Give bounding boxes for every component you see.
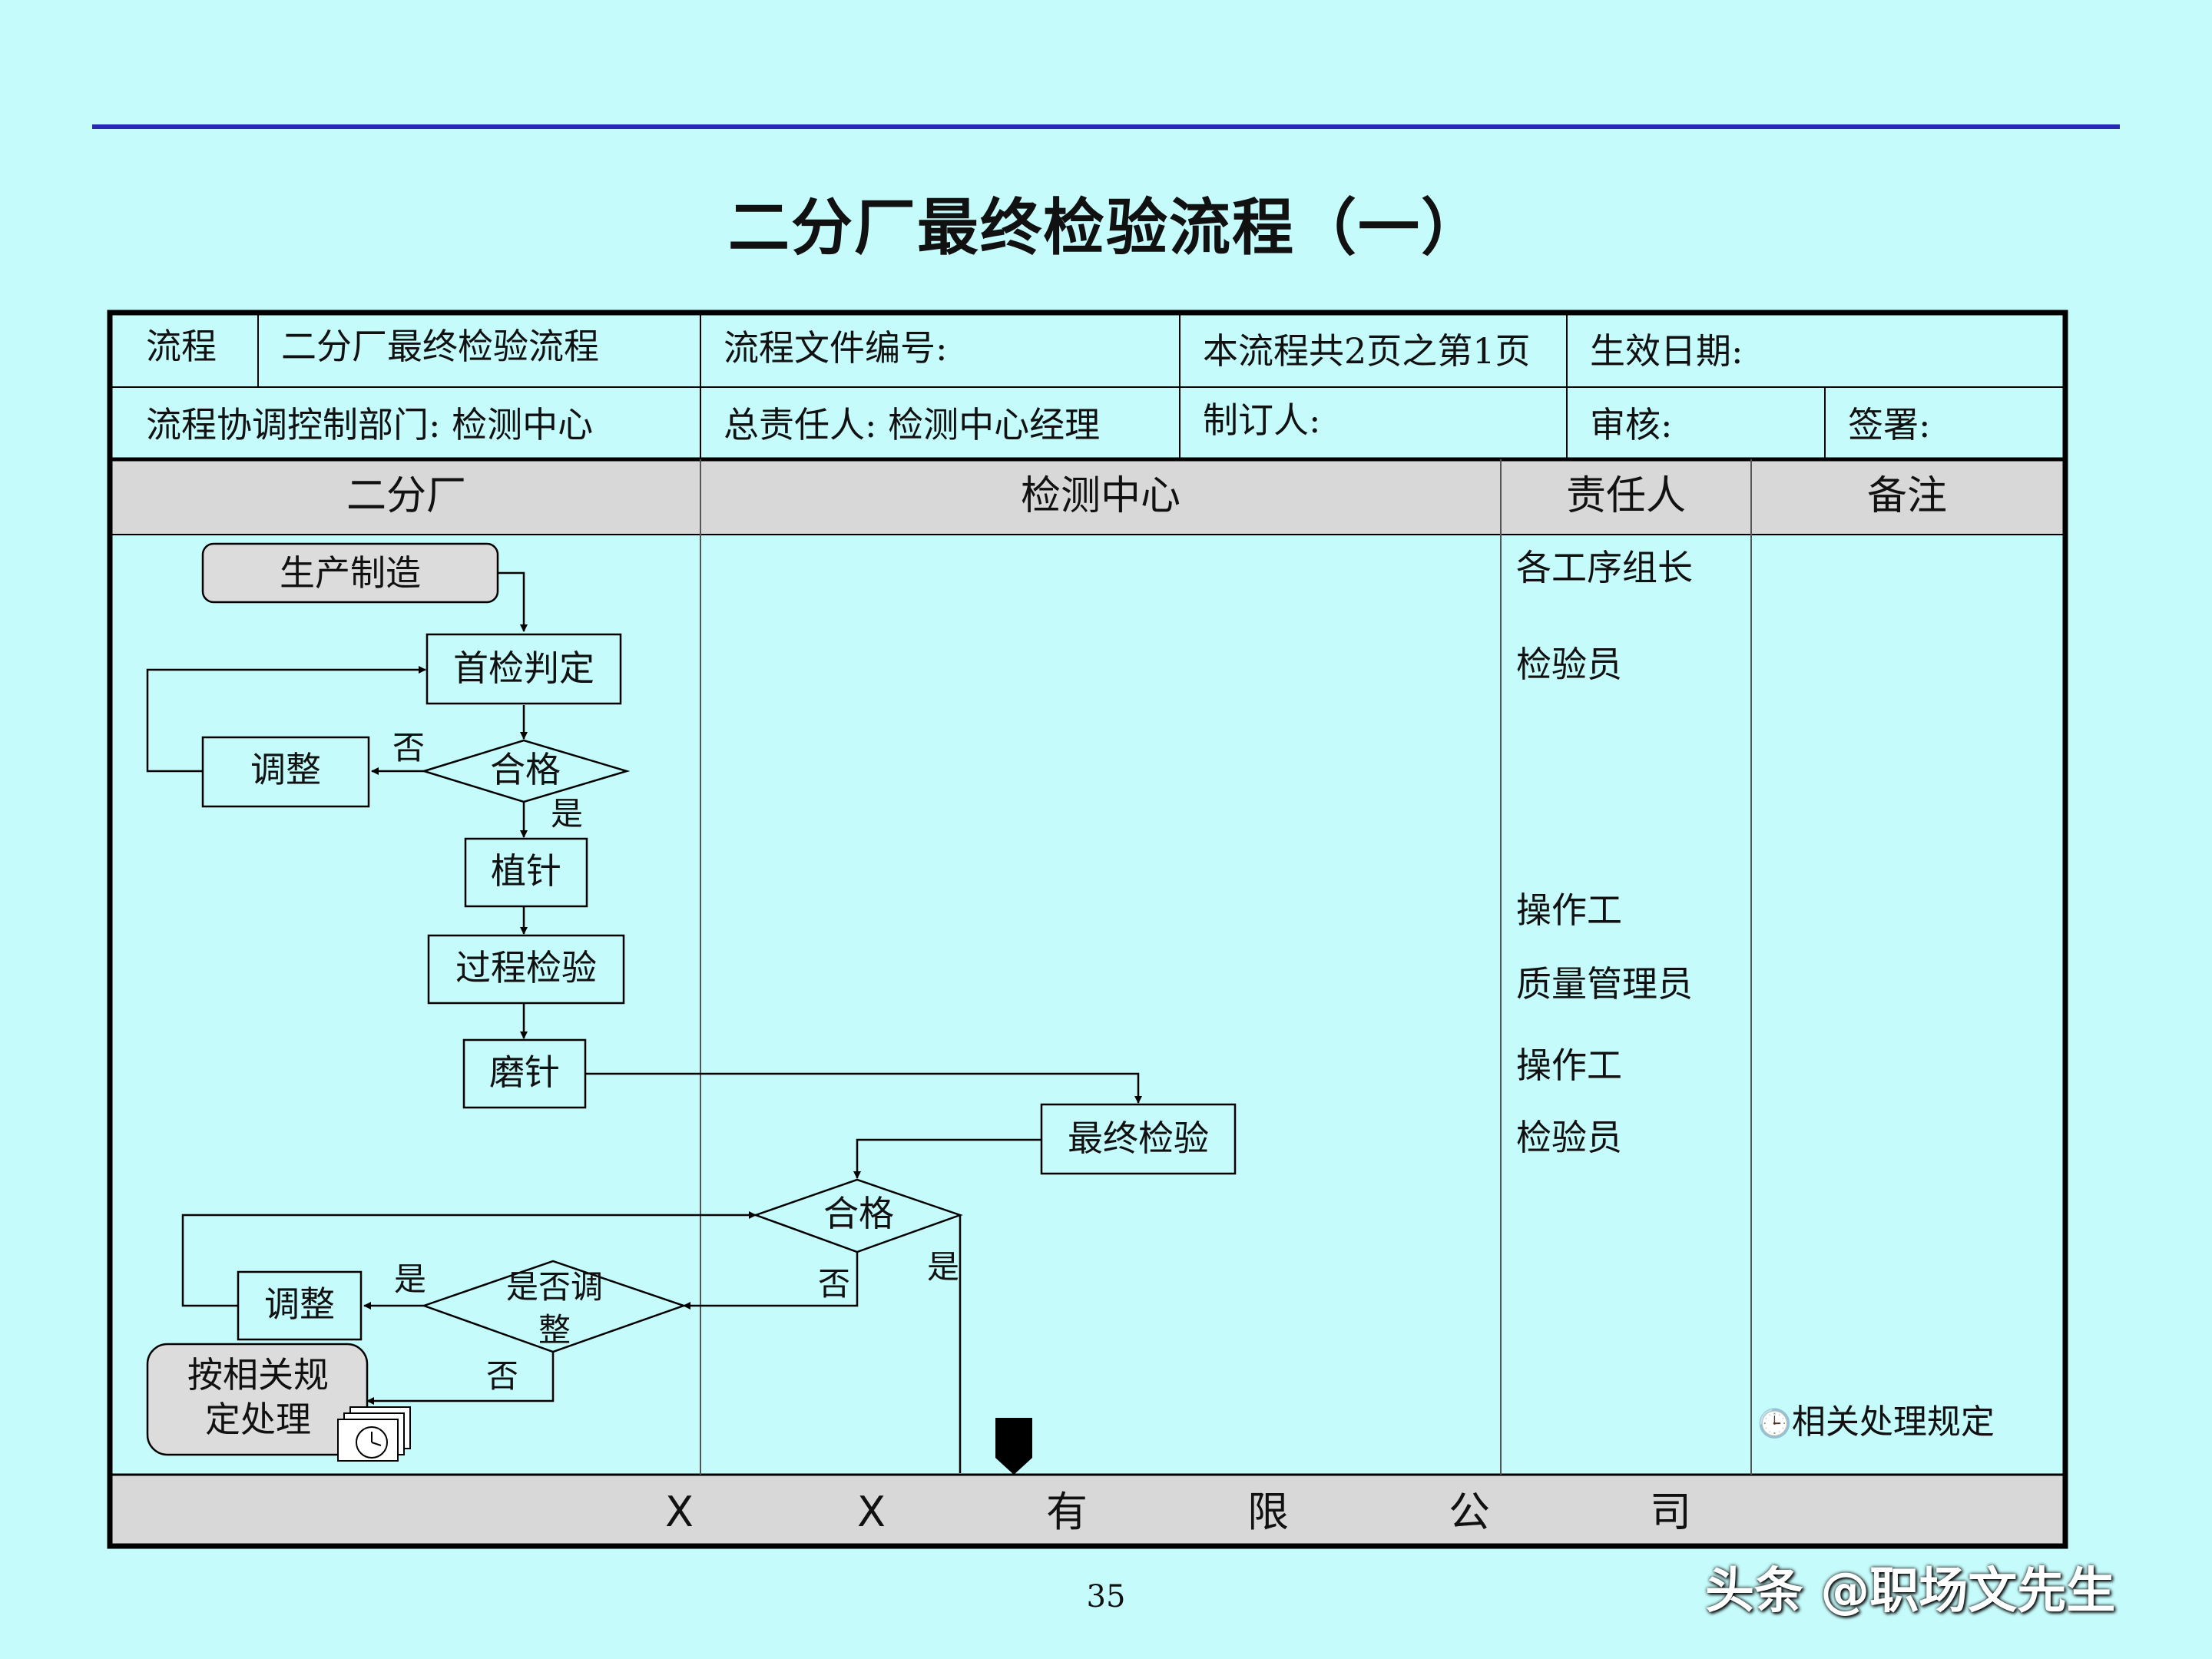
firstcheck-box: [426, 633, 622, 705]
sign-label: 签署:: [1848, 404, 1931, 445]
offpage-connector-icon: [995, 1418, 1032, 1475]
footer-char-4: 限: [1247, 1488, 1289, 1536]
column-header-responsible: 责任人: [1565, 473, 1686, 519]
doc-number-label: 流程文件编号:: [724, 327, 948, 369]
flow-label: 流程: [146, 326, 217, 367]
processcheck-box: [427, 934, 625, 1005]
arrow-adjust1-loop: [146, 666, 426, 773]
pass2-label: 合格: [823, 1193, 894, 1234]
handle-label: 按相关规定处理: [187, 1354, 329, 1440]
page-info: 本流程共2页之第1页: [1203, 330, 1531, 372]
needadjust-diamond: [421, 1260, 687, 1353]
adjust1-label: 调整: [250, 749, 321, 790]
arrow-adjust2-loop: [181, 1211, 757, 1307]
review-label: 审核:: [1590, 404, 1673, 445]
page-title: 二分厂最终检验流程（一）: [728, 192, 1484, 263]
clock-icon: 🕒: [1757, 1408, 1792, 1440]
no1-label: 否: [392, 729, 425, 767]
footer-char-3: 有: [1046, 1488, 1088, 1536]
watermark: 头条 @职场文先生: [1705, 1563, 2116, 1620]
processcheck-label: 过程检验: [455, 947, 597, 988]
pass1-diamond: [420, 739, 631, 803]
footer-char-6: 司: [1650, 1488, 1691, 1536]
document-clock-icon: [337, 1406, 411, 1462]
adjust1-box: [201, 736, 370, 808]
footer-band: [112, 1475, 2063, 1544]
top-rule: [92, 124, 2120, 129]
yes2-label: 是: [927, 1248, 959, 1286]
start-label: 生产制造: [280, 552, 421, 594]
start-terminal: [201, 542, 499, 604]
remark-item: 🕒相关处理规定: [1757, 1406, 1995, 1439]
no2-label: 否: [818, 1265, 850, 1303]
yes1-label: 是: [551, 795, 583, 833]
responsible-4: 质量管理员: [1516, 963, 1693, 1005]
arrow-pass2-to-needadjust: [683, 1252, 859, 1310]
table-frame: [107, 310, 2068, 1549]
effective-date-label: 生效日期:: [1590, 330, 1743, 372]
pin-box: [464, 837, 588, 908]
grind-box: [462, 1038, 587, 1109]
yes3-label: 是: [394, 1260, 426, 1298]
department-label: 流程协调控制部门: 检测中心: [146, 404, 594, 445]
adjust2-label: 调整: [264, 1283, 335, 1325]
footer-char-5: 公: [1449, 1488, 1490, 1536]
responsible-2: 检验员: [1516, 644, 1622, 685]
column-header-band: [112, 461, 2063, 535]
arrow-start-to-firstcheck: [498, 571, 528, 632]
responsible-6: 检验员: [1516, 1117, 1622, 1158]
remark-text: 相关处理规定: [1791, 1402, 1995, 1442]
no3-label: 否: [486, 1357, 518, 1395]
column-header-remarks: 备注: [1866, 473, 1947, 519]
flow-name: 二分厂最终检验流程: [281, 326, 599, 367]
column-header-plant: 二分厂: [346, 473, 466, 519]
needadjust-label: 是否调整: [506, 1268, 603, 1349]
adjust2-box: [237, 1270, 363, 1341]
page-number: 35: [1086, 1579, 1126, 1614]
firstcheck-label: 首检判定: [453, 647, 594, 689]
responsible-5: 操作工: [1516, 1045, 1622, 1086]
arrow-needadjust-to-handle: [366, 1352, 555, 1405]
final-box: [1040, 1103, 1237, 1175]
footer-char-1: X: [665, 1488, 694, 1536]
owner-label: 总责任人: 检测中心经理: [724, 404, 1101, 445]
arrow-final-to-pass2: [853, 1138, 1041, 1179]
pass1-label: 合格: [490, 749, 561, 790]
grind-label: 磨针: [489, 1051, 560, 1093]
pin-label: 植针: [491, 850, 561, 892]
responsible-3: 操作工: [1516, 889, 1622, 931]
handle-terminal: [146, 1343, 369, 1456]
footer-char-2: X: [857, 1488, 886, 1536]
author-label: 制订人:: [1203, 399, 1321, 441]
responsible-1: 各工序组长: [1516, 547, 1693, 588]
pass2-diamond: [753, 1178, 963, 1253]
arrow-grind-to-final: [585, 1072, 1142, 1104]
final-label: 最终检验: [1068, 1118, 1209, 1159]
column-header-inspection: 检测中心: [1020, 473, 1181, 519]
